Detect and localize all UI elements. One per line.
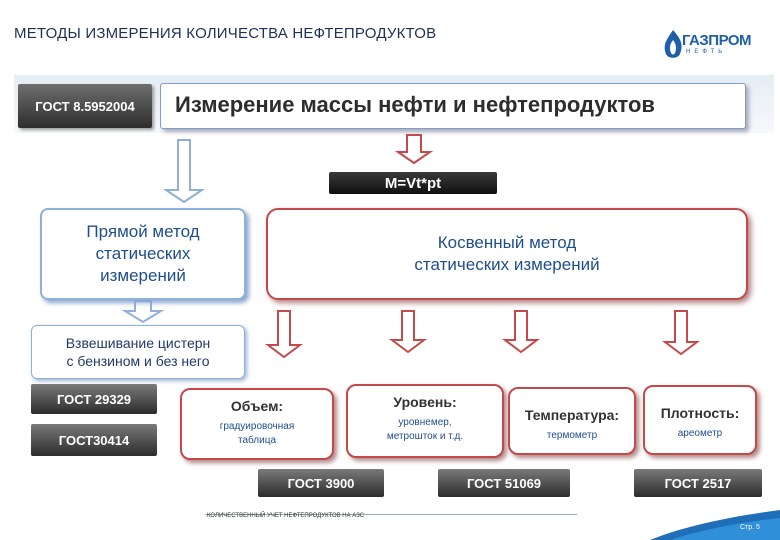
indirect-method-line1: Косвенный метод — [437, 233, 577, 252]
gost-badge-2517: ГОСТ 2517 — [634, 469, 762, 497]
indirect-method-line2: статических измерений — [414, 255, 600, 274]
weighing-box: Взвешивание цистерн с бензином и без нег… — [31, 325, 245, 379]
arrow-down-volume — [265, 310, 303, 359]
slide-title: МЕТОДЫ ИЗМЕРЕНИЯ КОЛИЧЕСТВА НЕФТЕПРОДУКТ… — [14, 25, 437, 42]
param-density-desc: ареометр — [677, 428, 723, 439]
gost-badge-3900: ГОСТ 3900 — [258, 469, 384, 497]
weighing-line2: с бензином и без него — [66, 353, 210, 369]
indirect-method-box: Косвенный метод статических измерений — [266, 208, 748, 300]
param-level-title: Уровень: — [393, 394, 457, 410]
param-volume: Объем: градуировочная таблица — [180, 388, 334, 460]
gost-badge-51069: ГОСТ 51069 — [438, 469, 570, 497]
logo-text: ГАЗПРОМ — [682, 32, 752, 49]
gost-badge-29329: ГОСТ 29329 — [31, 384, 157, 414]
arrow-down-temperature — [502, 310, 540, 354]
param-level-desc2: метрошток и т.д. — [386, 431, 464, 442]
heading-text: Измерение массы нефти и нефтепродуктов — [175, 92, 655, 117]
heading-box: Измерение массы нефти и нефтепродуктов — [160, 83, 746, 129]
param-temperature: Температура: термометр — [508, 387, 636, 455]
direct-method-line3: измерений — [100, 266, 186, 285]
footer-wave-graphic — [650, 510, 780, 540]
arrow-down-weighing — [121, 300, 165, 324]
gost-badge-30414: ГОСТ30414 — [31, 424, 157, 456]
direct-method-line2: статических — [95, 244, 191, 263]
param-level: Уровень: уровнемер, метрошток и т.д. — [346, 384, 504, 458]
param-volume-desc1: градуировочная — [219, 421, 295, 432]
arrow-down-formula — [394, 134, 434, 165]
formula-box: M=Vt*pt — [329, 172, 497, 194]
weighing-line1: Взвешивание цистерн — [65, 335, 211, 351]
gazprom-logo: ГАЗПРОМ НЕФТЬ — [660, 24, 752, 64]
footer-divider — [205, 514, 577, 515]
arrow-down-level — [389, 310, 427, 354]
arrow-down-direct — [162, 139, 206, 204]
param-temperature-desc: термометр — [546, 430, 598, 441]
arrow-down-density — [662, 310, 700, 356]
flame-icon — [664, 30, 682, 58]
logo-subtext: НЕФТЬ — [686, 49, 727, 55]
param-density: Плотность: ареометр — [643, 385, 757, 455]
param-level-desc1: уровнемер, — [398, 417, 452, 428]
param-volume-title: Объем: — [230, 398, 284, 414]
gost-main-badge: ГОСТ 8.5952004 — [18, 84, 152, 128]
param-temperature-title: Температура: — [524, 407, 620, 423]
footer-caption: КОЛИЧЕСТВЕННЫЙ УЧЕТ НЕФТЕПРОДУКТОВ НА АЗ… — [207, 513, 365, 519]
direct-method-box: Прямой метод статических измерений — [40, 208, 246, 300]
page-number: Стр. 5 — [740, 524, 760, 531]
param-volume-desc2: таблица — [237, 435, 277, 446]
param-density-title: Плотность: — [660, 405, 740, 421]
direct-method-line1: Прямой метод — [86, 222, 200, 241]
